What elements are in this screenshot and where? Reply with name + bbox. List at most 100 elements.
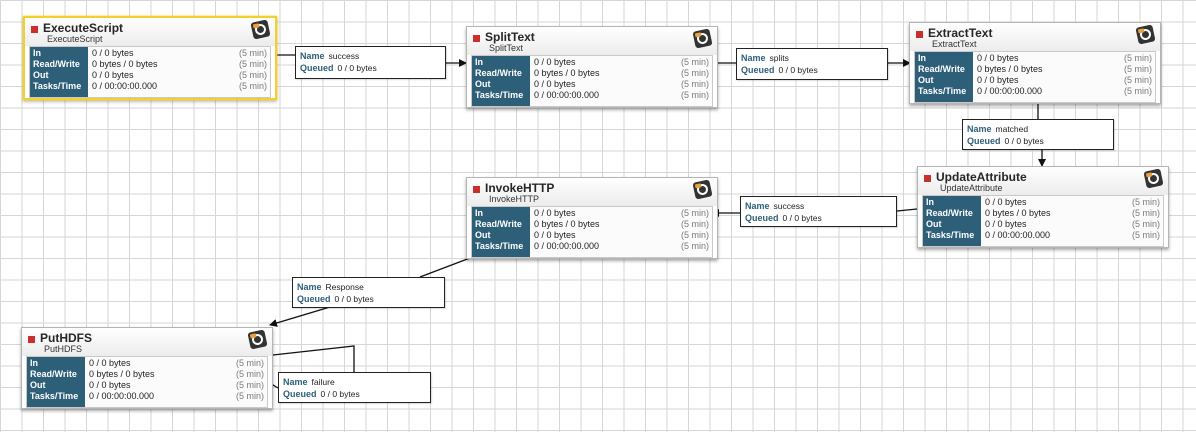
processor-invokehttp[interactable]: InvokeHTTP InvokeHTTP In Read/Write Out …	[466, 177, 718, 259]
label-read-write: Read/Write	[918, 64, 965, 74]
value-tasks-time: 0 / 00:00:00.000	[534, 90, 600, 100]
processor-header: InvokeHTTP InvokeHTTP	[467, 178, 717, 206]
processor-type: PutHDFS	[44, 344, 83, 354]
processor-splittext[interactable]: SplitText SplitText In Read/Write Out Ta…	[466, 26, 718, 108]
processor-extracttext[interactable]: ExtractText ExtractText In Read/Write Ou…	[909, 22, 1161, 104]
processor-header: SplitText SplitText	[467, 27, 717, 55]
wire-invokehttp-puthdfs-out[interactable]	[269, 306, 331, 327]
stat-in: 0 / 0 bytes(5 min)	[530, 57, 712, 68]
window: (5 min)	[680, 68, 709, 78]
processor-updateattribute[interactable]: UpdateAttribute UpdateAttribute In Read/…	[917, 166, 1169, 248]
label-read-write: Read/Write	[926, 208, 973, 218]
label-in: In	[33, 48, 41, 58]
processor-name: UpdateAttribute	[936, 170, 1027, 184]
processor-icon	[250, 19, 271, 40]
value-out: 0 / 0 bytes	[92, 70, 134, 80]
stat-read-write: 0 bytes / 0 bytes(5 min)	[530, 219, 712, 230]
stat-read-write: 0 bytes / 0 bytes(5 min)	[88, 59, 270, 70]
window: (5 min)	[235, 380, 264, 390]
window: (5 min)	[680, 79, 709, 89]
queued-key: Queued	[297, 294, 331, 304]
value-tasks-time: 0 / 00:00:00.000	[977, 86, 1043, 96]
label-out: Out	[926, 219, 942, 229]
queued-key: Queued	[741, 65, 775, 75]
stat-in: 0 / 0 bytes(5 min)	[88, 48, 270, 59]
processor-executescript[interactable]: ExecuteScript ExecuteScript In Read/Writ…	[23, 16, 277, 100]
connection-queued: 0 / 0 bytes	[1004, 136, 1044, 146]
stat-read-write: 0 bytes / 0 bytes(5 min)	[973, 64, 1155, 75]
processor-stats: In Read/Write Out Tasks/Time 0 / 0 bytes…	[914, 51, 1156, 103]
connection-name: Response	[325, 282, 364, 292]
label-read-write: Read/Write	[30, 369, 77, 379]
connection-name: failure	[311, 377, 335, 387]
stat-tasks: 0 / 00:00:00.000(5 min)	[88, 81, 270, 92]
name-key: Name	[745, 201, 770, 211]
stat-labels: In Read/Write Out Tasks/Time	[472, 207, 530, 257]
window: (5 min)	[1123, 64, 1152, 74]
window: (5 min)	[238, 70, 267, 80]
stat-values: 0 / 0 bytes(5 min) 0 bytes / 0 bytes(5 m…	[530, 56, 712, 106]
stat-out: 0 / 0 bytes (5 min)	[981, 219, 1163, 230]
value-out: 0 / 0 bytes	[534, 230, 576, 240]
name-key: Name	[297, 282, 322, 292]
processor-puthdfs[interactable]: PutHDFS PutHDFS In Read/Write Out Tasks/…	[21, 327, 273, 409]
name-key: Name	[283, 377, 308, 387]
window: (5 min)	[1123, 86, 1152, 96]
name-key: Name	[741, 53, 766, 63]
label-out: Out	[918, 75, 934, 85]
processor-name: ExecuteScript	[43, 21, 124, 35]
stat-labels: In Read/Write Out Tasks/Time	[472, 56, 530, 106]
window: (5 min)	[1123, 53, 1152, 63]
processor-type: ExtractText	[932, 39, 977, 49]
wire-puthdfs-failure-loop[interactable]	[272, 345, 355, 373]
value-read-write: 0 bytes / 0 bytes	[92, 59, 158, 69]
processor-icon	[247, 329, 268, 350]
queued-key: Queued	[283, 389, 317, 399]
label-tasks-time: Tasks/Time	[475, 241, 524, 251]
window: (5 min)	[238, 81, 267, 91]
window: (5 min)	[680, 90, 709, 100]
stopped-icon	[473, 35, 480, 42]
window: (5 min)	[235, 358, 264, 368]
stat-tasks: 0 / 00:00:00.000(5 min)	[530, 241, 712, 252]
stopped-icon	[473, 186, 480, 193]
stat-out: 0 / 0 bytes (5 min)	[85, 380, 267, 391]
processor-header: ExtractText ExtractText	[910, 23, 1160, 51]
window: (5 min)	[680, 230, 709, 240]
connection-name: success	[328, 51, 360, 61]
label-tasks-time: Tasks/Time	[918, 86, 967, 96]
value-out: 0 / 0 bytes	[89, 380, 131, 390]
label-out: Out	[33, 70, 49, 80]
processor-type: ExecuteScript	[47, 34, 103, 44]
label-in: In	[926, 197, 934, 207]
value-read-write: 0 bytes / 0 bytes	[985, 208, 1051, 218]
connection-name: splits	[769, 53, 789, 63]
value-out: 0 / 0 bytes	[534, 79, 576, 89]
value-out: 0 / 0 bytes	[985, 219, 1027, 229]
label-read-write: Read/Write	[475, 68, 522, 78]
wire-updateattribute-invokehttp[interactable]	[896, 208, 918, 212]
wire-invokehttp-puthdfs[interactable]	[419, 257, 471, 278]
processor-stats: In Read/Write Out Tasks/Time 0 / 0 bytes…	[922, 195, 1164, 247]
name-key: Name	[300, 51, 325, 61]
window: (5 min)	[1131, 219, 1160, 229]
connection-queued: 0 / 0 bytes	[782, 213, 822, 223]
stat-tasks: 0 / 00:00:00.000 (5 min)	[973, 86, 1155, 97]
processor-name: ExtractText	[928, 26, 993, 40]
value-read-write: 0 bytes / 0 bytes	[534, 219, 600, 229]
value-in: 0 / 0 bytes	[534, 57, 576, 67]
processor-type: InvokeHTTP	[489, 194, 540, 204]
window: (5 min)	[235, 369, 264, 379]
